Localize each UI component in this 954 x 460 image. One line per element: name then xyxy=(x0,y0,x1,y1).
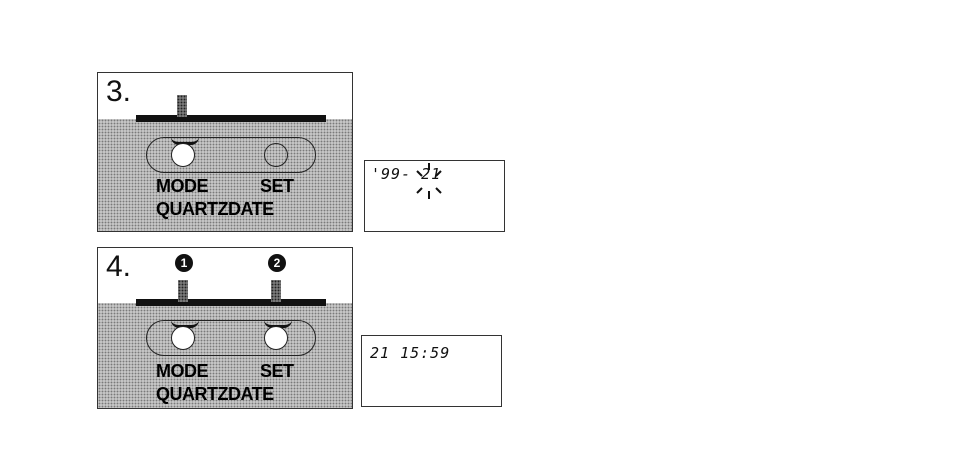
set-label: SET xyxy=(260,361,294,381)
step-4-panel: 4. 1 2 MODE SET QUARTZDATE xyxy=(97,247,353,409)
marker-2: 2 xyxy=(268,254,286,272)
display-readout: '99- 21 xyxy=(371,165,442,183)
date-display-step-3: '99- 21 xyxy=(364,160,505,232)
camera-edge-bar xyxy=(136,115,326,122)
set-label: SET xyxy=(260,176,294,196)
mode-button[interactable] xyxy=(171,143,195,167)
step-3-panel: 3. MODE SET QUARTZDATE xyxy=(97,72,353,232)
mode-button[interactable] xyxy=(171,326,195,350)
set-button[interactable] xyxy=(264,326,288,350)
display-readout: 21 15:59 xyxy=(370,344,451,362)
quartzdate-label: QUARTZDATE xyxy=(156,384,274,404)
mode-label: MODE xyxy=(156,176,209,196)
mode-label: MODE xyxy=(156,361,209,381)
quartzdate-label: QUARTZDATE xyxy=(156,199,274,219)
marker-1: 1 xyxy=(175,254,193,272)
set-button[interactable] xyxy=(264,143,288,167)
step-number: 4. xyxy=(106,250,132,283)
button-housing xyxy=(146,320,316,356)
press-arrow-icon xyxy=(177,95,187,117)
button-housing xyxy=(146,137,316,173)
step-number: 3. xyxy=(106,75,132,108)
blink-rays-icon xyxy=(416,163,442,199)
date-display-step-4: 21 15:59 xyxy=(361,335,502,407)
press-arrow-icon xyxy=(271,280,281,302)
camera-edge-bar xyxy=(136,299,326,306)
press-arrow-icon xyxy=(178,280,188,302)
